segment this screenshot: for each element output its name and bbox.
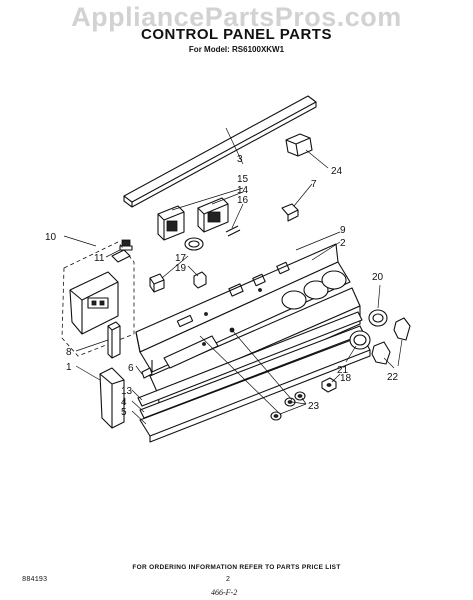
part-13-trim-strip <box>137 311 363 407</box>
diagram-title: CONTROL PANEL PARTS <box>141 26 332 43</box>
part-1-end-cap <box>99 367 125 429</box>
callout-7: 7 <box>311 179 317 190</box>
leader-lines <box>63 127 403 425</box>
part-14-switch-housing <box>197 197 229 233</box>
part-6-clip <box>141 367 153 379</box>
callout-24: 24 <box>331 166 343 177</box>
top-trim-strip <box>123 95 317 208</box>
page-number: 2 <box>226 576 230 583</box>
callout-9: 9 <box>340 225 346 236</box>
callout-15: 15 <box>237 174 249 185</box>
drawing-code: 466-F-2 <box>211 588 238 597</box>
part-10-control-board <box>61 241 135 357</box>
part-17-clip <box>149 273 165 293</box>
callout-23: 23 <box>308 401 320 412</box>
part-23-nuts <box>270 391 306 421</box>
callout-10: 10 <box>45 232 57 243</box>
callout-14: 14 <box>237 185 249 196</box>
part-8-bracket <box>107 321 121 359</box>
callout-2: 2 <box>340 238 346 249</box>
callout-numbers: 3 15 14 16 24 7 9 2 10 11 17 19 8 1 6 13… <box>45 154 399 418</box>
callout-6: 6 <box>128 363 134 374</box>
model-number: For Model: RS6100XKW1 <box>188 45 285 54</box>
callout-22: 22 <box>387 372 399 383</box>
callout-5: 5 <box>121 407 127 418</box>
part-5-bottom-trim <box>139 335 371 443</box>
callout-21: 21 <box>337 365 349 376</box>
callout-16: 16 <box>237 195 249 206</box>
callout-8: 8 <box>66 347 72 358</box>
callout-4: 4 <box>121 397 127 408</box>
part-16-ring <box>184 237 204 251</box>
part-16-pin <box>225 225 241 237</box>
watermark: AppliancePartsPros.com <box>71 2 402 32</box>
callout-1: 1 <box>66 362 72 373</box>
callout-3: 3 <box>237 154 243 165</box>
callout-13: 13 <box>121 386 133 397</box>
part-22-knob-skirts <box>371 317 411 365</box>
drawing-id: 884193 <box>22 576 48 584</box>
part-11-connector <box>119 239 133 251</box>
part-24-clip <box>285 133 313 157</box>
part-21-knob <box>349 330 371 350</box>
callout-18: 18 <box>340 373 352 384</box>
part-15-switch-housing <box>157 205 185 241</box>
ordering-note: FOR ORDERING INFORMATION REFER TO PARTS … <box>132 564 341 571</box>
part-19-clip <box>193 271 207 289</box>
callout-17: 17 <box>175 253 187 264</box>
callout-11: 11 <box>94 253 105 264</box>
callout-20: 20 <box>372 272 384 283</box>
part-20-knob <box>368 309 388 327</box>
part-7-screw <box>281 203 299 222</box>
callout-19: 19 <box>175 263 187 274</box>
